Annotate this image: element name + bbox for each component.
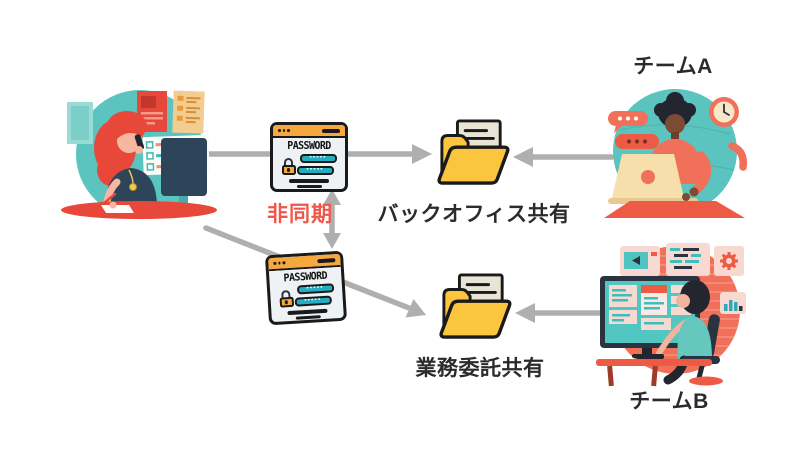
admin-person <box>94 111 157 208</box>
async-double-arrow <box>323 189 341 249</box>
window-dot-icon <box>277 261 281 265</box>
desk <box>596 354 712 387</box>
phone-icon <box>134 134 145 150</box>
password-field: ••••• <box>294 294 332 307</box>
padlock-icon <box>281 158 296 175</box>
open-folder-icon <box>439 273 512 339</box>
window-titlebar <box>273 125 345 138</box>
video-panel-icon <box>620 246 660 276</box>
chat-bubble-icon <box>608 111 648 133</box>
padlock-icon <box>279 289 294 308</box>
code-panel-icon <box>666 243 710 276</box>
text-line <box>295 315 321 320</box>
password-title: PASSWORD <box>287 139 331 152</box>
team-a-illustration <box>604 89 747 218</box>
password-window-icon: PASSWORD ••••• ••••• <box>264 250 348 326</box>
paper-icon <box>101 205 134 213</box>
left-arrow-icon <box>513 147 533 167</box>
text-line <box>287 308 328 315</box>
team-b-illustration <box>596 243 746 387</box>
window-dot-icon <box>278 129 281 132</box>
window-dash-icon <box>322 128 340 133</box>
async-status-label: 非同期 <box>267 203 333 226</box>
arrow-teamb-to-outsourcing <box>515 303 615 323</box>
clock-icon <box>709 97 739 127</box>
down-arrow-icon <box>323 233 341 249</box>
password-window-icon: PASSWORD ••••• ••••• <box>270 122 348 192</box>
desk <box>61 201 217 219</box>
text-line <box>296 185 322 188</box>
arrow-teama-to-backoffice <box>513 147 615 167</box>
chat-bubble-icon <box>615 134 659 149</box>
password-field: ••••• <box>296 165 334 175</box>
window-dot-icon <box>282 129 285 132</box>
password-field: ••••• <box>296 282 334 295</box>
team-a-label: チームA <box>633 55 713 78</box>
desk <box>604 201 745 218</box>
window-frame-icon <box>67 102 93 144</box>
text-line <box>289 179 329 183</box>
window-dot-icon <box>273 262 277 265</box>
bar-chart-icon <box>720 292 746 314</box>
window-dot-icon <box>282 261 285 265</box>
keyboard-icon <box>636 354 664 359</box>
backoffice-folder-label: バックオフィス共有 <box>377 203 571 226</box>
diagonal-arrow-icon <box>405 299 426 318</box>
admin-illustration <box>61 90 217 219</box>
notes-sheet-icon <box>172 90 205 134</box>
team-b-person <box>656 280 723 386</box>
outsourcing-folder-label: 業務委託共有 <box>415 357 545 380</box>
gear-icon <box>714 246 744 276</box>
phone-handset-icon <box>728 142 747 171</box>
team-b-label: チームB <box>629 390 709 413</box>
window-dot-icon <box>287 129 290 132</box>
open-folder-icon <box>437 119 510 185</box>
left-arrow-icon <box>515 303 535 323</box>
window-dash-icon <box>317 257 336 263</box>
password-field: ••••• <box>299 153 337 163</box>
right-arrow-icon <box>412 144 432 164</box>
up-arrow-icon <box>323 189 341 205</box>
